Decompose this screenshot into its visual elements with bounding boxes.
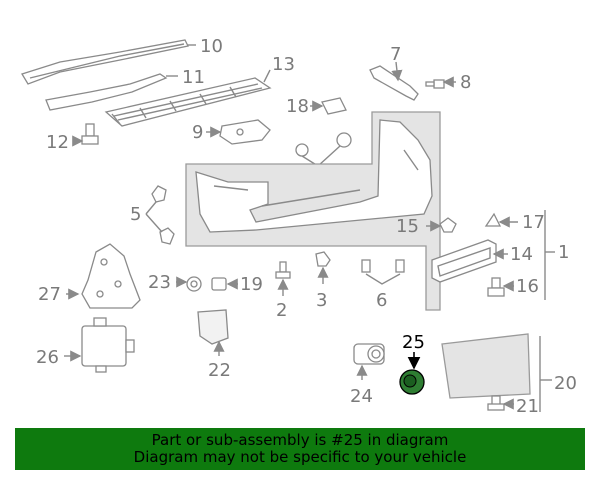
part-16-bolt [487,277,505,297]
callout-19: 19 [240,274,263,295]
part-15-clip [439,217,457,233]
callout-10: 10 [200,36,223,57]
part-19-clip [211,277,227,291]
callout-18: 18 [286,96,309,117]
parts-diagram: 10 11 13 12 9 7 8 18 [21,36,577,417]
part-27-bracket [81,243,141,309]
part-11-strip [45,73,168,111]
leader-6 [365,273,401,285]
part-17-clip [484,212,502,227]
part-21-clip [487,395,505,411]
part-8-screw [425,79,445,89]
callout-24: 24 [350,386,373,407]
callout-8: 8 [460,72,471,93]
part-12-bolt [81,123,99,145]
callout-26: 26 [36,347,59,368]
part-13-step-pad [104,77,272,127]
part-14-reflector [431,239,497,283]
callout-11: 11 [182,67,205,88]
part-26-module [81,317,135,373]
part-6-clips [361,259,405,273]
banner-line-2: Diagram may not be specific to your vehi… [133,448,467,466]
callout-23: 23 [148,272,171,293]
part-4-clips [295,132,352,157]
callout-15: 15 [396,216,419,237]
part-9-bracket [219,119,271,145]
leader-7 [391,61,403,82]
callout-21: 21 [516,396,539,417]
info-banner: Part or sub-assembly is #25 in diagram D… [15,428,585,470]
callout-5: 5 [130,204,141,225]
part-5-clips [151,185,175,245]
part-7-bracket [369,65,419,101]
callout-14: 14 [510,244,533,265]
callout-12: 12 [46,132,69,153]
part-24-sensor-bracket [353,343,385,365]
part-10-strip [21,39,189,85]
callout-16: 16 [516,276,539,297]
part-1-bumper-assembly [185,111,441,311]
leader-13 [263,69,271,83]
part-22-cover [197,309,229,345]
banner-line-1: Part or sub-assembly is #25 in diagram [151,431,449,449]
part-3-screw [315,251,331,267]
callout-22: 22 [208,360,231,381]
callout-6: 6 [376,290,387,311]
callout-2: 2 [276,300,287,321]
part-2-fastener [275,261,291,279]
leader-5 [145,201,163,233]
part-18-clip [321,97,347,115]
callout-25: 25 [402,332,425,353]
part-23-grommet [186,276,202,292]
callout-27: 27 [38,284,61,305]
callout-1: 1 [558,242,569,263]
callout-13: 13 [272,54,295,75]
callout-7: 7 [390,44,401,65]
part-20-garnish [441,333,531,399]
callout-17: 17 [522,212,545,233]
callout-20: 20 [554,373,577,394]
callout-3: 3 [316,290,327,311]
callout-9: 9 [192,122,203,143]
part-25-sensor-highlighted[interactable] [399,369,425,395]
